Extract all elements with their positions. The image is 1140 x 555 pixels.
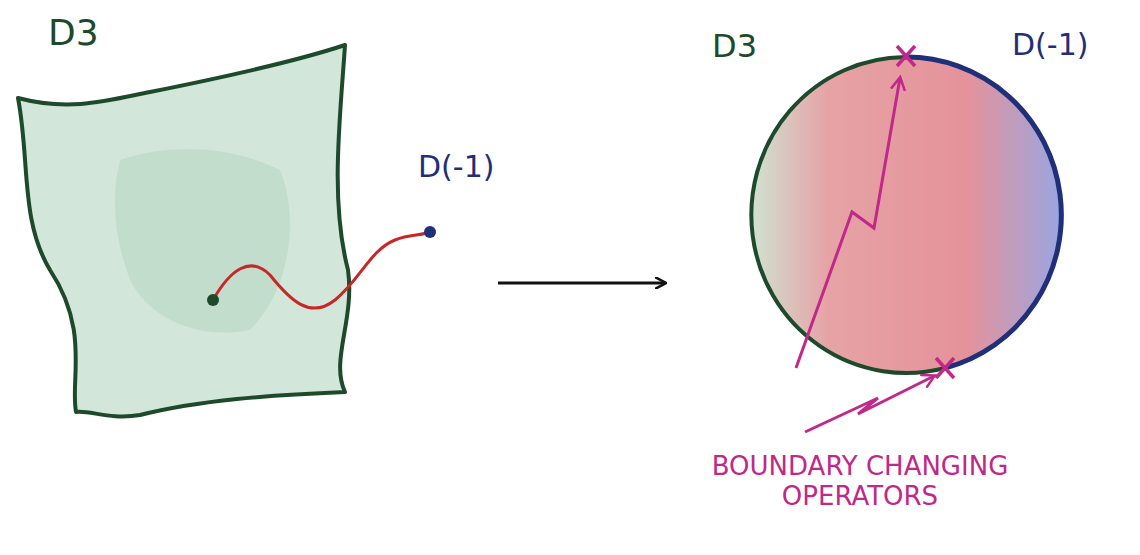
sheet-shade — [115, 149, 290, 332]
d3-boundary — [751, 57, 945, 373]
operator-note: BOUNDARY CHANGING OPERATORS — [670, 452, 1050, 512]
string-end-d3 — [207, 294, 219, 306]
brane-label: D3 — [48, 12, 99, 53]
brane-label: D(-1) — [1012, 28, 1088, 63]
leader-arrow — [805, 376, 934, 432]
map-arrow — [498, 282, 665, 285]
operator-cross — [897, 46, 915, 66]
d3-brane-sheet — [18, 45, 349, 416]
leader-arrow — [796, 78, 900, 368]
brane-label: D(-1) — [418, 150, 494, 185]
d-instanton-point — [424, 226, 436, 238]
d-instanton-boundary — [905, 57, 1061, 368]
open-string — [213, 232, 430, 308]
brane-label: D3 — [712, 28, 757, 65]
operator-cross — [936, 358, 954, 378]
worldsheet-disk — [750, 57, 1060, 373]
